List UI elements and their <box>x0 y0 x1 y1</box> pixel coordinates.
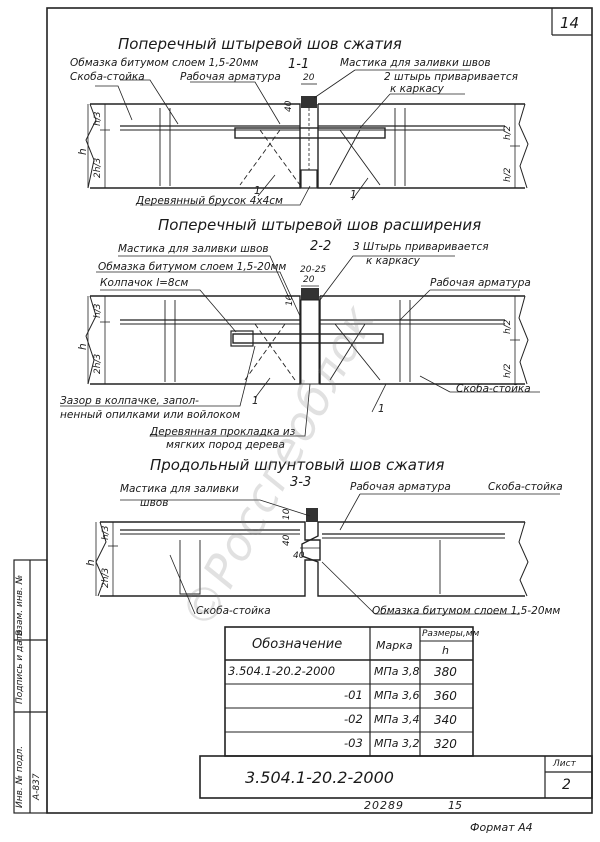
s2-dim-20: 20 <box>303 275 315 285</box>
s1-dim-h: h <box>77 148 89 155</box>
s2-coating-label: Обмазка битумом слоем 1,5-20мм <box>98 261 287 273</box>
s2-dim-h3: h/3 <box>93 303 103 318</box>
s1-dim-h2-b: h/2 <box>503 167 513 182</box>
s3-mastic-label: Мастика для заливки <box>120 483 239 495</box>
table-header-dims: Размеры,мм <box>422 629 480 639</box>
table-row-designation: -02 <box>344 712 363 726</box>
s2-pin-label: 3 Штырь приваривается <box>353 241 489 253</box>
s2-mastic-label: Мастика для заливки швов <box>118 243 269 255</box>
side-sign-date: Подпись и дата <box>15 629 25 704</box>
s2-rebar-label: Рабочая арматура <box>430 277 531 289</box>
s3-dim-40-b: 40 <box>293 551 305 561</box>
spec-table-grid <box>224 626 474 757</box>
footer-doc-number: 20289 <box>364 799 404 812</box>
s2-dim-h: h <box>77 343 89 350</box>
table-row-mark: МПа 3,2 <box>374 737 420 750</box>
sheet-number-top: 14 <box>560 14 580 32</box>
side-inv-orig: Инв. № подл. <box>15 745 25 808</box>
table-header-h: h <box>442 644 449 657</box>
section-2-title: Поперечный штыревой шов расширения <box>158 216 482 234</box>
s2-gap-label-2: ненный опилками или войлоком <box>60 409 241 421</box>
table-row-h: 340 <box>434 713 457 727</box>
table-row-designation: 3.504.1-20.2-2000 <box>228 664 336 678</box>
section-1-drawing <box>85 69 529 206</box>
s2-wood-label-1: Деревянная прокладка из <box>150 426 296 438</box>
s2-cut-label: 2-2 <box>310 239 332 254</box>
s2-pin-label-2: к каркасу <box>366 255 420 267</box>
s3-dim-2h3: 2h/3 <box>101 567 111 588</box>
s2-dim-h2: h/2 <box>503 319 513 334</box>
table-row-mark: МПа 3,8 <box>374 665 420 678</box>
s2-callout-1b: 1 <box>378 403 385 415</box>
s1-dim-20: 20 <box>303 73 315 83</box>
title-block <box>199 755 593 799</box>
s1-dim-40: 40 <box>284 100 294 112</box>
section-3-title: Продольный шпунтовый шов сжатия <box>150 456 445 474</box>
s2-wood-label-2: мягких пород дерева <box>166 439 285 451</box>
stamp-code: 3.504.1-20.2-2000 <box>245 768 394 787</box>
table-row-mark: МПа 3,4 <box>374 713 420 726</box>
s1-mastic-label: Мастика для заливки швов <box>340 57 491 69</box>
s1-cut-label: 1-1 <box>288 57 310 72</box>
s1-dim-h2: h/2 <box>503 125 513 140</box>
s3-cut-label: 3-3 <box>290 475 312 490</box>
s2-dim-10: 10 <box>285 294 295 306</box>
s1-post-label: Скоба-стойка <box>70 71 145 83</box>
s2-cap-label: Колпачок l=8см <box>100 277 189 289</box>
s3-post-label: Скоба-стойка <box>488 481 563 493</box>
footer-format: Формат А4 <box>470 821 533 834</box>
side-columns <box>13 559 48 814</box>
table-row-mark: МПа 3,6 <box>374 689 420 702</box>
s3-rebar-label: Рабочая арматура <box>350 481 451 493</box>
s1-coating-label: Обмазка битумом слоем 1,5-20мм <box>70 57 259 69</box>
s2-post-label: Скоба-стойка <box>456 383 531 395</box>
s2-dim-2h3: 2h/3 <box>93 353 103 374</box>
s2-dim-h2-b: h/2 <box>503 363 513 378</box>
s2-callout-1: 1 <box>252 395 259 407</box>
table-row-h: 360 <box>434 689 457 703</box>
s3-coating-label: Обмазка битумом слоем 1,5-20мм <box>372 605 561 617</box>
s1-callout-1: 1 <box>254 185 261 197</box>
section-1-title: Поперечный штыревой шов сжатия <box>118 35 402 53</box>
s1-pin-label: 2 штырь приваривается <box>384 71 518 83</box>
s1-pin-label-2: к каркасу <box>390 83 444 95</box>
footer-page: 15 <box>448 799 462 812</box>
side-replace-inv: Взам. инв. № <box>15 574 25 636</box>
sheet-frame <box>46 7 593 814</box>
s1-rebar-label: Рабочая арматура <box>180 71 281 83</box>
s1-dim-h3: h/3 <box>93 111 103 126</box>
section-2-drawing <box>60 255 540 437</box>
stamp-sheet-number: 2 <box>562 777 571 793</box>
table-row-designation: -03 <box>344 736 363 750</box>
s2-dim-20-25: 20-25 <box>300 265 327 275</box>
stamp-sheet-label: Лист <box>553 759 576 769</box>
s1-bar-label: Деревянный брусок 4х4см <box>136 195 283 207</box>
table-row-designation: -01 <box>344 688 363 702</box>
s1-callout-1b: 1 <box>350 189 357 201</box>
table-header-mark: Марка <box>376 639 413 652</box>
s2-gap-label-1: Зазор в колпачке, запол- <box>60 395 199 407</box>
s3-mastic-label-2: швов <box>140 497 169 509</box>
table-row-h: 320 <box>434 737 457 751</box>
section-3-drawing <box>95 493 560 615</box>
table-header-designation: Обозначение <box>252 637 343 652</box>
s3-dim-h3: h/3 <box>101 525 111 540</box>
s3-dim-h: h <box>85 559 97 566</box>
table-row-h: 380 <box>434 665 457 679</box>
s1-dim-2h3: 2h/3 <box>93 157 103 178</box>
side-code: А-837 <box>32 773 42 800</box>
s3-dim-40: 40 <box>282 534 292 546</box>
s3-post-bottom-label: Скоба-стойка <box>196 605 271 617</box>
